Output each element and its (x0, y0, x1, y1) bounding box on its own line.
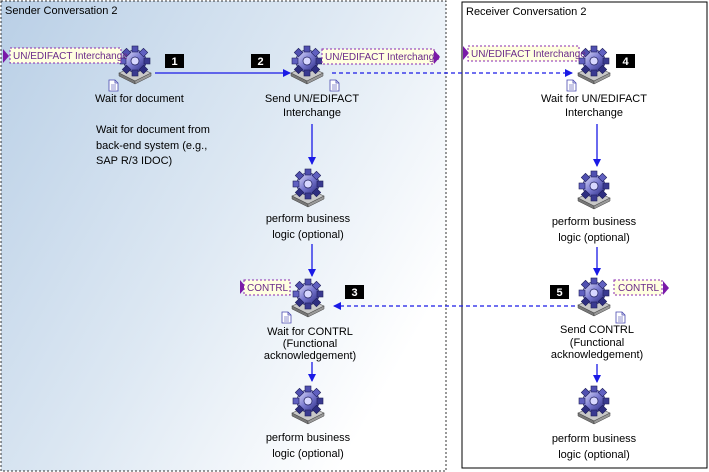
receiver-business1-line2: logic (optional) (558, 232, 630, 244)
sender-send-label-line2: Interchange (283, 107, 341, 119)
sender-waitcontrl-line1: Wait for CONTRL (267, 326, 353, 338)
svg-text:4: 4 (622, 56, 629, 68)
document-icon (108, 79, 119, 92)
sender-send-label-line1: Send UN/EDIFACT (265, 93, 359, 105)
receiver-business1-line1: perform business (552, 216, 637, 228)
step-badge-4: 4 (616, 54, 635, 68)
document-icon (615, 311, 626, 324)
receiver-wait-line1: Wait for UN/EDIFACT (541, 93, 647, 105)
receiver-wait-node[interactable]: Wait for UN/EDIFACT Interchange (541, 45, 647, 119)
receiver-sendcontrl-line3: acknowledgement) (551, 349, 643, 361)
sender-wait-note-line3: SAP R/3 IDOC) (96, 155, 172, 167)
sender-business1-line1: perform business (266, 213, 351, 225)
document-icon (566, 79, 577, 92)
step-badge-3: 3 (345, 285, 364, 299)
step-badge-5: 5 (550, 285, 569, 299)
tag-label: UN/EDIFACT Interchange (325, 52, 440, 63)
flow-arrows (155, 69, 601, 383)
tag-sender-interchange-out: UN/EDIFACT Interchange (321, 48, 440, 65)
tag-receiver-contrl-out: CONTRL (613, 279, 669, 296)
sender-business2-node[interactable]: perform business logic (optional) (266, 385, 351, 460)
sender-waitcontrl-line2: (Functional (283, 338, 337, 350)
sender-business2-line1: perform business (266, 432, 351, 444)
tag-sender-interchange-in: UN/EDIFACT Interchange (3, 47, 128, 64)
receiver-business2-line1: perform business (552, 433, 637, 445)
sender-lane-title: Sender Conversation 2 (5, 5, 118, 17)
receiver-business1-node[interactable]: perform business logic (optional) (552, 170, 637, 244)
sender-waitcontrl-line3: acknowledgement) (264, 350, 356, 362)
receiver-sendcontrl-line2: (Functional (570, 337, 624, 349)
sender-business1-line2: logic (optional) (272, 229, 344, 241)
step-badge-1: 1 (165, 54, 184, 68)
sender-lane: Sender Conversation 2 (0, 0, 447, 472)
sender-wait-note-line1: Wait for document from (96, 124, 210, 136)
document-icon (329, 79, 340, 92)
step-badge-2: 2 (251, 54, 270, 68)
receiver-sendcontrl-node[interactable]: Send CONTRL (Functional acknowledgement) (551, 277, 643, 361)
tag-receiver-interchange-in: UN/EDIFACT Interchange (463, 45, 586, 62)
tag-sender-contrl-in: CONTRL (240, 279, 291, 296)
svg-text:3: 3 (351, 287, 357, 299)
svg-text:5: 5 (556, 287, 562, 299)
tag-label: UN/EDIFACT Interchange (471, 49, 586, 60)
sender-wait-label: Wait for document (95, 93, 184, 105)
sender-wait-note-line2: back-end system (e.g., (96, 140, 207, 152)
sender-wait-node[interactable]: Wait for document Wait for document from… (95, 45, 210, 167)
sender-business1-node[interactable]: perform business logic (optional) (266, 168, 351, 241)
receiver-lane-title: Receiver Conversation 2 (466, 6, 586, 18)
svg-text:2: 2 (257, 56, 263, 68)
tag-label: UN/EDIFACT Interchange (13, 51, 128, 62)
receiver-business2-node[interactable]: perform business logic (optional) (552, 385, 637, 461)
tag-label: CONTRL (618, 283, 660, 294)
receiver-sendcontrl-line1: Send CONTRL (560, 324, 634, 336)
receiver-wait-line2: Interchange (565, 107, 623, 119)
sender-business2-line2: logic (optional) (272, 448, 344, 460)
sender-send-node[interactable]: Send UN/EDIFACT Interchange (265, 45, 359, 119)
document-icon (281, 311, 292, 324)
receiver-business2-line2: logic (optional) (558, 449, 630, 461)
sender-waitcontrl-node[interactable]: Wait for CONTRL (Functional acknowledgem… (264, 278, 356, 362)
svg-text:1: 1 (171, 56, 177, 68)
tag-label: CONTRL (247, 283, 289, 294)
